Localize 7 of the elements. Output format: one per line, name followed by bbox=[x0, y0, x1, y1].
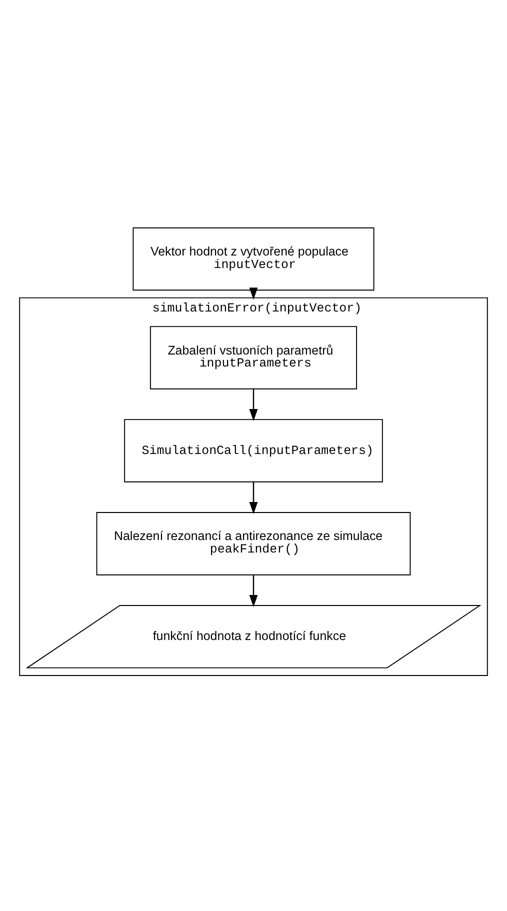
node-box: SimulationCall(inputParameters) bbox=[124, 419, 383, 482]
arrow bbox=[249, 389, 258, 422]
node-box: Nalezení rezonancí a antirezonance ze simulace peakFinder() bbox=[96, 512, 411, 576]
arrow bbox=[249, 574, 258, 608]
node-box: Zabalení vstuoních parametrů inputParameters bbox=[150, 326, 358, 390]
arrow bbox=[249, 482, 258, 514]
arrow bbox=[249, 288, 258, 300]
